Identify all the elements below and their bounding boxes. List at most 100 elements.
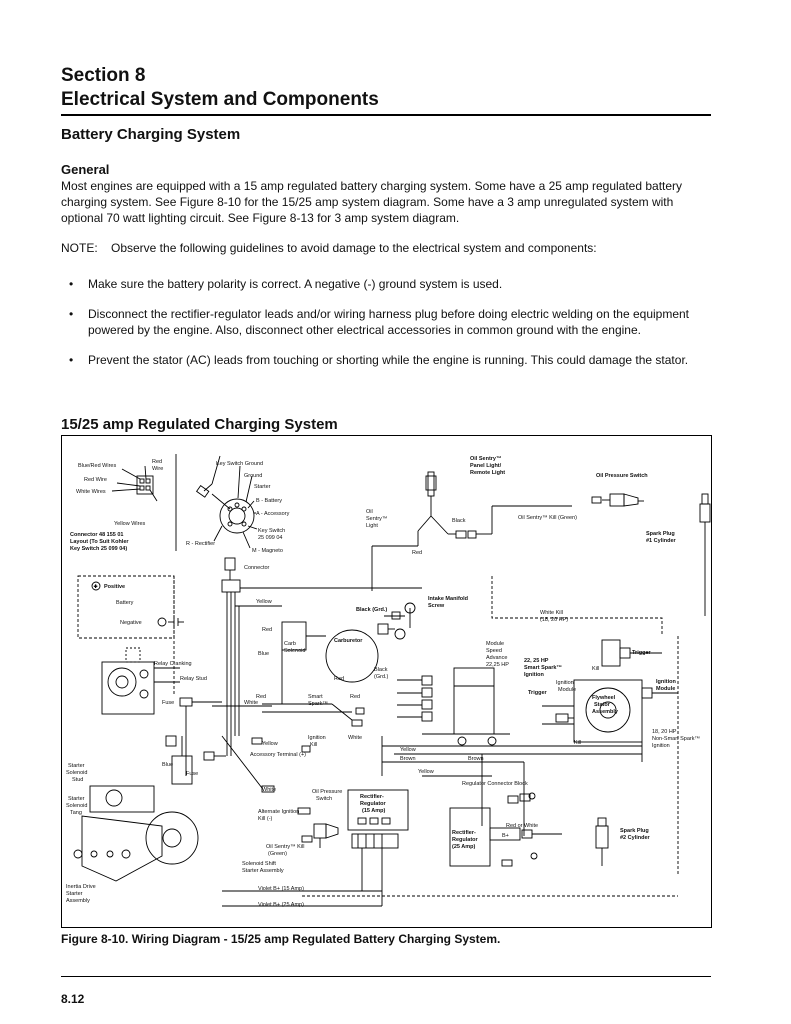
diagram-label: Kill (574, 740, 581, 746)
diagram-heading: 15/25 amp Regulated Charging System (61, 416, 338, 433)
section-title: Electrical System and Components (61, 89, 379, 110)
diagram-label: White (244, 700, 258, 706)
diagram-label: Oil Sentry™ (470, 456, 501, 462)
diagram-label: Starter (68, 796, 85, 802)
diagram-label: Solenoid (66, 770, 87, 776)
diagram-label: Brown (468, 756, 484, 762)
diagram-label: (18, 20 HP) (540, 617, 568, 623)
diagram-label: Wire (152, 466, 163, 472)
note: NOTE:Observe the following guidelines to… (61, 241, 597, 255)
note-label: NOTE: (61, 241, 98, 255)
general-paragraph: Most engines are equipped with a 15 amp … (61, 179, 683, 225)
diagram-label: Kill (-) (258, 816, 273, 822)
diagram-label: Black (374, 667, 388, 673)
diagram-label: Screw (428, 603, 445, 609)
diagram-label: Yellow (418, 769, 434, 775)
diagram-label: #2 Cylinder (620, 835, 651, 841)
diagram-label: Black (Grd.) (356, 607, 387, 613)
diagram-label: Panel Light/ (470, 463, 502, 469)
diagram-label: Ignition (656, 679, 676, 685)
diagram-label: Rectifier- (360, 794, 384, 800)
diagram-label: Stud (72, 777, 83, 783)
diagram-label: Red (262, 627, 272, 633)
diagram-label: Spark Plug (646, 531, 675, 537)
diagram-label: A - Accessory (256, 511, 290, 517)
diagram-label: Connector 48 155 01 (70, 532, 124, 538)
diagram-label: Red or White (506, 823, 538, 829)
diagram-label: White Wires (76, 489, 106, 495)
diagram-label: Yellow Wires (114, 521, 146, 527)
diagram-label: Intake Manifold (428, 596, 468, 602)
diagram-label: Solenoid (66, 803, 87, 809)
diagram-label: Red (350, 694, 360, 700)
header-rule (61, 114, 711, 116)
page-number: 8.12 (61, 992, 85, 1006)
diagram-label: Solenoid (284, 648, 305, 654)
diagram-label: Sentry™ (366, 516, 387, 522)
wiring-diagram-svg: + (66, 454, 711, 908)
diagram-labels: Blue/Red Wires Red Wire Red Wire White W… (66, 456, 700, 908)
diagram-label: Red (334, 676, 344, 682)
diagram-label: Negative (120, 620, 142, 626)
diagram-label: Starter Assembly (242, 868, 284, 874)
diagram-label: White (348, 735, 362, 741)
diagram-label: Spark Plug (620, 828, 649, 834)
section-number: Section 8 (61, 65, 146, 86)
diagram-label: Regulator (360, 801, 387, 807)
diagram-label: Inertia Drive (66, 884, 96, 890)
diagram-label: Brown (400, 756, 416, 762)
diagram-label: Starter (68, 763, 85, 769)
diagram-label: Carburetor (334, 638, 363, 644)
diagram-label: Blue (162, 762, 173, 768)
diagram-label: Module (558, 687, 576, 693)
diagram-label: Relay Cranking (154, 661, 192, 667)
diagram-label: 18, 20 HP (652, 729, 677, 735)
diagram-label: Key Switch (258, 528, 285, 534)
diagram-label: Positive (104, 584, 125, 590)
diagram-label: Violet B+ (25 Amp) (258, 902, 304, 908)
diagram-label: Spark™ (308, 701, 328, 707)
diagram-label: #1 Cylinder (646, 538, 677, 544)
diagram-label: Non-Smart Spark™ (652, 736, 700, 742)
diagram-label: (15 Amp) (362, 808, 385, 814)
guideline-list: •Make sure the battery polarity is corre… (61, 276, 701, 382)
diagram-label: Red Wire (84, 477, 107, 483)
diagram-label: R - Rectifier (186, 541, 215, 547)
diagram-label: Smart (308, 694, 323, 700)
diagram-label: Blue (258, 651, 269, 657)
diagram-label: Assembly (592, 709, 619, 715)
diagram-label: Violet B+ (15 Amp) (258, 886, 304, 892)
list-item: •Prevent the stator (AC) leads from touc… (69, 353, 689, 367)
diagram-label: Module (486, 641, 504, 647)
diagram-label: Tang (70, 810, 82, 816)
diagram-label: 22, 25 HP (524, 658, 549, 664)
diagram-label: 25 099 04 (258, 535, 282, 541)
diagram-label: Ignition (556, 680, 574, 686)
diagram-label: (Green) (268, 851, 287, 857)
diagram-label: Fuse (186, 771, 198, 777)
diagram-label: Kill (592, 666, 599, 672)
diagram-label: Oil Sentry™ Kill (Green) (518, 515, 577, 521)
general-heading: General (61, 162, 110, 177)
diagram-label: Blue/Red Wires (78, 463, 116, 469)
diagram-label: Speed (486, 648, 502, 654)
diagram-label: Layout (To Suit Kohler (70, 539, 129, 545)
diagram-label: M - Magneto (252, 548, 283, 554)
diagram-label: B+ (502, 833, 509, 839)
section-header: Section 8 Electrical System and Componen… (61, 64, 711, 112)
diagram-label: Ignition (652, 743, 670, 749)
diagram-label: Carb (284, 641, 296, 647)
diagram-label: Regulator Connector Block (462, 781, 528, 787)
diagram-label: Fuse (162, 700, 174, 706)
diagram-label: Accessory Terminal (+) (250, 752, 306, 758)
diagram-label: 22,25 HP (486, 662, 509, 668)
diagram-label: Key Switch Ground (216, 461, 263, 467)
diagram-label: Smart Spark™ (524, 665, 562, 671)
diagram-label: Battery (116, 600, 134, 606)
diagram-label: Assembly (66, 898, 90, 904)
list-item: •Disconnect the rectifier-regulator lead… (69, 307, 690, 337)
diagram-label: Remote Light (470, 470, 505, 476)
diagram-label: Starter (66, 891, 83, 897)
diagram-label: Oil Pressure Switch (596, 473, 648, 479)
diagram-label: Yellow (256, 599, 272, 605)
